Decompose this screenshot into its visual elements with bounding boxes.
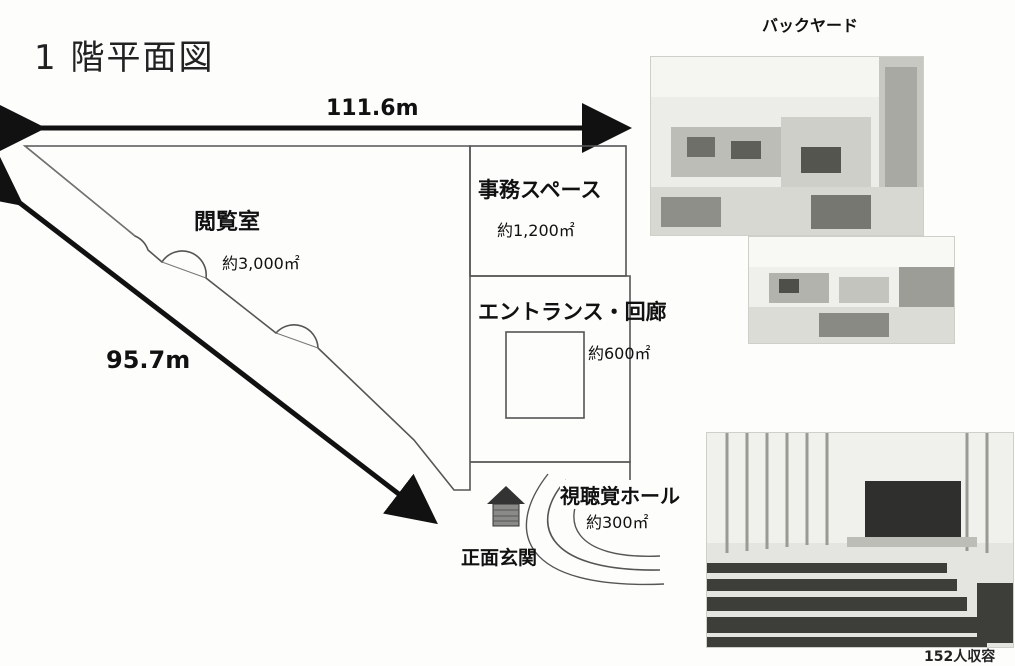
- hall-curve: [546, 479, 661, 571]
- office-name: 事務スペース: [478, 178, 602, 202]
- hall-name: 視聴覚ホール: [560, 480, 680, 509]
- reading-room-inner-wall: [24, 145, 319, 349]
- main-entrance-arrow: [487, 486, 525, 527]
- backyard-photo-2: [748, 236, 955, 344]
- backyard-caption: バックヤード: [762, 16, 859, 35]
- page-title: 1 階平面図: [34, 38, 215, 78]
- reading-room-area: 約3,000㎡: [222, 254, 300, 273]
- reading-room-outline: [22, 145, 471, 491]
- diagonal-dimension-label: 95.7m: [106, 346, 191, 374]
- reading-room-name: 閲覧室: [194, 210, 261, 235]
- entrance-area: 約600㎡: [588, 344, 651, 363]
- office-area: 約1,200㎡: [497, 221, 575, 240]
- diagonal-dimension-arrow: [0, 155, 438, 525]
- hall-photo: [706, 432, 1014, 648]
- entrance-name: エントランス・回廊: [478, 300, 667, 324]
- hall-area: 約300㎡: [586, 509, 649, 533]
- width-dimension-label: 111.6m: [326, 96, 419, 121]
- main-entrance-label: 正面玄関: [461, 547, 538, 569]
- backyard-photo-1: [650, 56, 924, 236]
- hall-curve-outer: [525, 473, 665, 586]
- courtyard-square: [505, 331, 585, 419]
- office-outline: [469, 145, 627, 277]
- hall-capacity-caption: 152人収容: [924, 649, 996, 665]
